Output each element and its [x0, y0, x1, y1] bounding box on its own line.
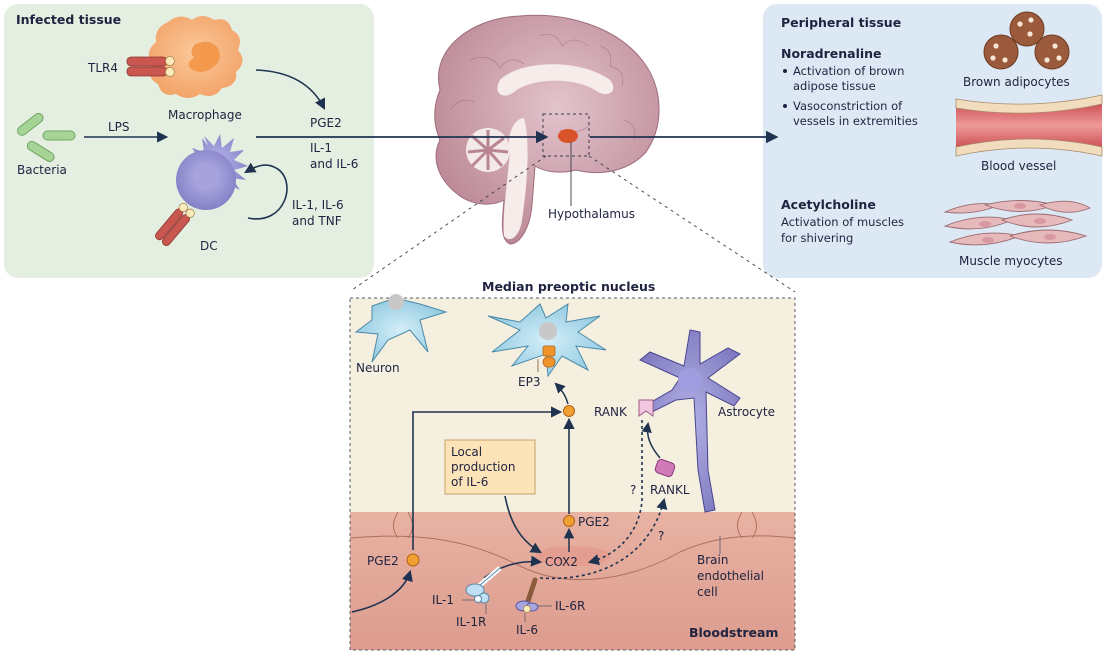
pge2-dot-left: [406, 553, 420, 567]
local-il6-to-cox2-arrow: [504, 495, 542, 554]
dc-nucleus: [194, 166, 217, 188]
neuron-left: [354, 294, 448, 363]
il1r-receptor-icon: [465, 566, 502, 604]
il6-label: IL-6: [516, 623, 538, 637]
mnpo-title: Median preoptic nucleus: [482, 279, 655, 294]
blood-vessel-label: Blood vessel: [981, 159, 1056, 173]
pge2-dot-endothelial: [563, 515, 575, 527]
brain-silhouette: [434, 14, 660, 245]
noradrenaline-bullet-2-line1: Vasoconstriction of: [793, 99, 903, 113]
endothelial-label-line3: cell: [697, 585, 718, 599]
hypothalamus-highlight: [558, 129, 578, 143]
endothelial-label-line2: endothelial: [697, 569, 764, 583]
zoom-region-box: [542, 113, 590, 157]
bacteria-label: Bacteria: [17, 163, 67, 177]
il6-to-rankl-dotted-arrow: [539, 497, 668, 580]
il1r-label: IL-1R: [456, 615, 486, 629]
rank-receptor-icon: [638, 399, 654, 417]
brown-adipocytes-icon: [983, 11, 1070, 70]
infected-panel-title: Infected tissue: [16, 12, 121, 27]
tlr4-receptor-icon: [126, 56, 175, 77]
macrophage-nucleus: [188, 41, 220, 72]
il6r-label: IL-6R: [555, 599, 585, 613]
ep3-label: EP3: [518, 375, 540, 389]
rank-label: RANK: [594, 405, 628, 419]
loop-cytokines-line1: IL-1, IL-6: [292, 198, 344, 212]
median-preoptic-nucleus-panel: Median preoptic nucleus Neuron EP3 Ast: [349, 279, 796, 651]
local-il6-production-box: [444, 439, 536, 495]
bullet-dot: [783, 104, 787, 108]
cox2-label: COX2: [545, 555, 578, 569]
endothelial-cell-boundary: [349, 535, 796, 581]
bullet-dot: [783, 69, 787, 73]
zoom-projection-left: [351, 155, 547, 291]
macrophage-to-pge2-arrow: [255, 69, 326, 111]
cerebellum: [466, 128, 510, 172]
rankl-to-rank-arrow: [641, 421, 661, 459]
pge2-left-pathway-arrow: [412, 406, 563, 550]
endothelium-layer: [350, 512, 795, 650]
pge2-endothelial-label: PGE2: [578, 515, 610, 529]
cell-junction-right: [737, 511, 757, 539]
lps-label: LPS: [108, 120, 130, 134]
bloodstream-to-pge2-arrow: [351, 569, 413, 613]
macrophage-label: Macrophage: [168, 108, 242, 122]
endothelial-label-line1: Brain: [697, 553, 728, 567]
loop-cytokines-line2: and TNF: [292, 214, 342, 228]
brown-adipocytes-label: Brown adipocytes: [963, 75, 1070, 89]
hypothalamus-label: Hypothalamus: [548, 207, 635, 221]
local-production-line2: production: [451, 460, 515, 474]
autocrine-loop-arrow: [244, 162, 288, 220]
ep3-receptor-top: [542, 345, 556, 357]
bloodstream-label: Bloodstream: [689, 625, 778, 640]
pge2-to-ep3-arrow: [554, 382, 569, 405]
ep3-receptor-bottom: [542, 356, 556, 368]
acetylcholine-heading: Acetylcholine: [781, 197, 876, 212]
muscle-myocytes-icon: [943, 200, 1092, 246]
astrocyte-cell: [639, 329, 741, 513]
brain-illustration: Hypothalamus: [434, 14, 660, 245]
noradrenaline-bullet-1-line2: adipose tissue: [793, 79, 876, 93]
question-mark-2: ?: [658, 529, 664, 543]
rankl-ligand-icon: [654, 458, 676, 478]
acetylcholine-line2: for shivering: [781, 231, 853, 245]
pge2-dot-neuron: [563, 405, 575, 417]
zoom-projection-right: [588, 155, 796, 293]
ep3-neuron: [487, 303, 607, 378]
dc-receptor-icon: [155, 202, 195, 246]
pge2-left-label: PGE2: [367, 554, 399, 568]
noradrenaline-bullet-2-line2: vessels in extremities: [793, 114, 918, 128]
noradrenaline-bullet-1-line1: Activation of brown: [793, 64, 904, 78]
dendritic-cell: [176, 134, 248, 210]
noradrenaline-heading: Noradrenaline: [781, 46, 882, 61]
infected-panel-background: [4, 4, 374, 278]
muscle-myocytes-label: Muscle myocytes: [959, 254, 1063, 268]
pge2-signal-label: PGE2: [310, 116, 342, 130]
acetylcholine-line1: Activation of muscles: [781, 215, 904, 229]
il6r-receptor-icon: [515, 577, 539, 613]
il1-signal-label: IL-1: [310, 141, 332, 155]
macrophage-cell: [148, 16, 243, 98]
question-mark-1: ?: [630, 483, 636, 497]
local-production-line3: of IL-6: [451, 475, 488, 489]
il6-signal-label: and IL-6: [310, 157, 358, 171]
bacteria-icon: [17, 112, 76, 162]
blood-vessel-icon: [955, 94, 1103, 157]
mnpo-border: [349, 297, 796, 651]
peripheral-panel-title: Peripheral tissue: [781, 15, 901, 30]
peripheral-tissue-panel: Peripheral tissue Noradrenaline Activati…: [763, 4, 1103, 278]
infected-tissue-panel: Infected tissue TLR4 Macrophage Bacteria…: [4, 4, 374, 278]
il1-label: IL-1: [432, 593, 454, 607]
neuron-label: Neuron: [356, 361, 400, 375]
corpus-callosum: [497, 64, 614, 96]
rankl-label: RANKL: [650, 483, 690, 497]
dc-label: DC: [200, 239, 218, 253]
local-production-line1: Local: [451, 445, 482, 459]
astrocyte-label: Astrocyte: [718, 405, 775, 419]
tlr4-label: TLR4: [87, 61, 118, 75]
